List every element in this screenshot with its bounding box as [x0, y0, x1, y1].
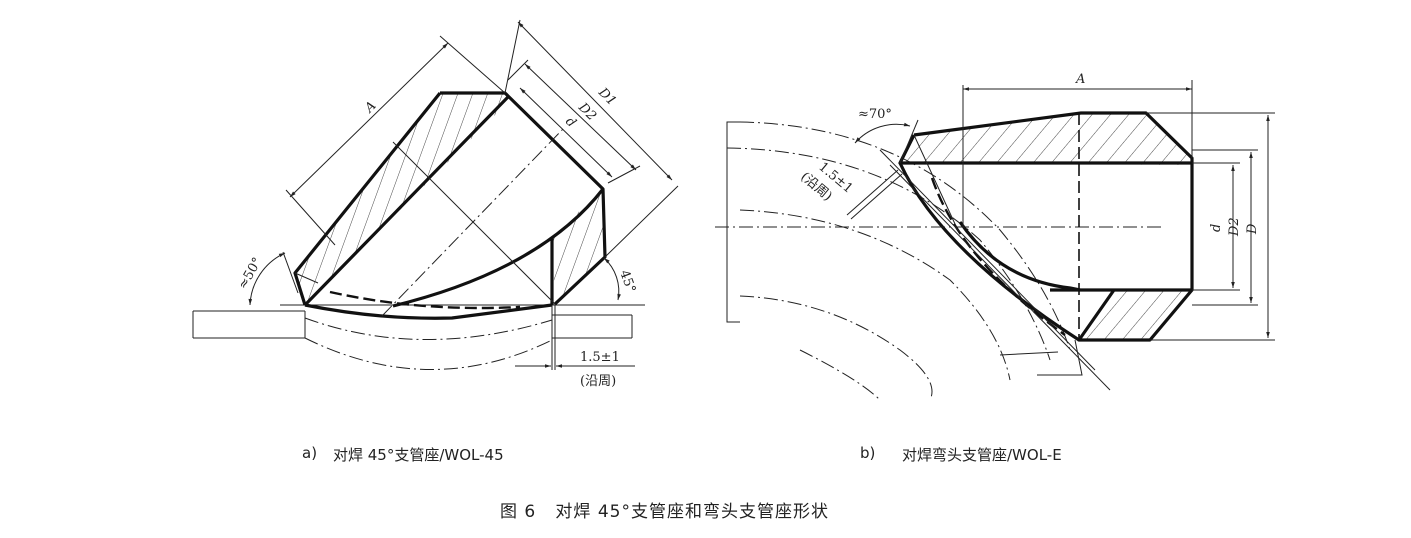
label-gap-note-a: (沿周) — [580, 374, 616, 389]
dimension-A-a — [285, 35, 506, 246]
angle-arc-45 — [603, 257, 621, 301]
caption-b: 对焊弯头支管座/WOL-E — [902, 446, 1062, 464]
figure-a-drawing: A D1 D2 d ≈50° 45° 1.5±1 (沿周) — [192, 19, 679, 389]
dimension-A-b — [962, 80, 1193, 227]
caption-a-prefix: a) — [302, 444, 318, 462]
label-angle-45: 45° — [616, 268, 638, 295]
hidden-line-a — [329, 290, 521, 310]
gap-dimension-b — [846, 169, 903, 220]
bore-curve-b — [958, 221, 1081, 292]
label-gap-a: 1.5±1 — [580, 350, 620, 365]
angle-arc-70 — [854, 122, 911, 144]
label-d-a: d — [562, 114, 578, 130]
angle-arc-50 — [248, 252, 286, 306]
weld-curve-a — [304, 303, 553, 320]
label-D1: D1 — [594, 85, 619, 110]
hatch-wall-right — [552, 189, 605, 304]
figure-title: 图 6 对焊 45°支管座和弯头支管座形状 — [500, 502, 829, 522]
caption-a: 对焊 45°支管座/WOL-45 — [333, 446, 504, 464]
label-d-b: d — [1209, 224, 1224, 232]
label-D-b: D — [1245, 223, 1260, 235]
label-A-b: A — [1075, 72, 1085, 87]
weld-curve-b — [898, 162, 1080, 342]
hidden-line-b — [930, 177, 1066, 336]
run-pipe-a — [192, 304, 645, 370]
figure-b-drawing: A d D2 D ≈70° 1.5±1 (沿周) — [715, 72, 1275, 401]
hatch-wall-left — [295, 93, 508, 305]
hatch-wall-top — [900, 113, 1192, 165]
hatch-wall-bottom — [1079, 290, 1192, 340]
label-D2-b: D2 — [1227, 217, 1242, 237]
caption-b-prefix: b) — [860, 444, 876, 462]
label-angle-70: ≈70° — [858, 107, 892, 122]
label-A-a: A — [362, 99, 380, 117]
dimension-diameters-b — [1146, 112, 1275, 341]
dimension-d-a — [519, 87, 613, 178]
bore-curve-a — [392, 188, 605, 308]
gap-dimension-a — [515, 305, 635, 370]
